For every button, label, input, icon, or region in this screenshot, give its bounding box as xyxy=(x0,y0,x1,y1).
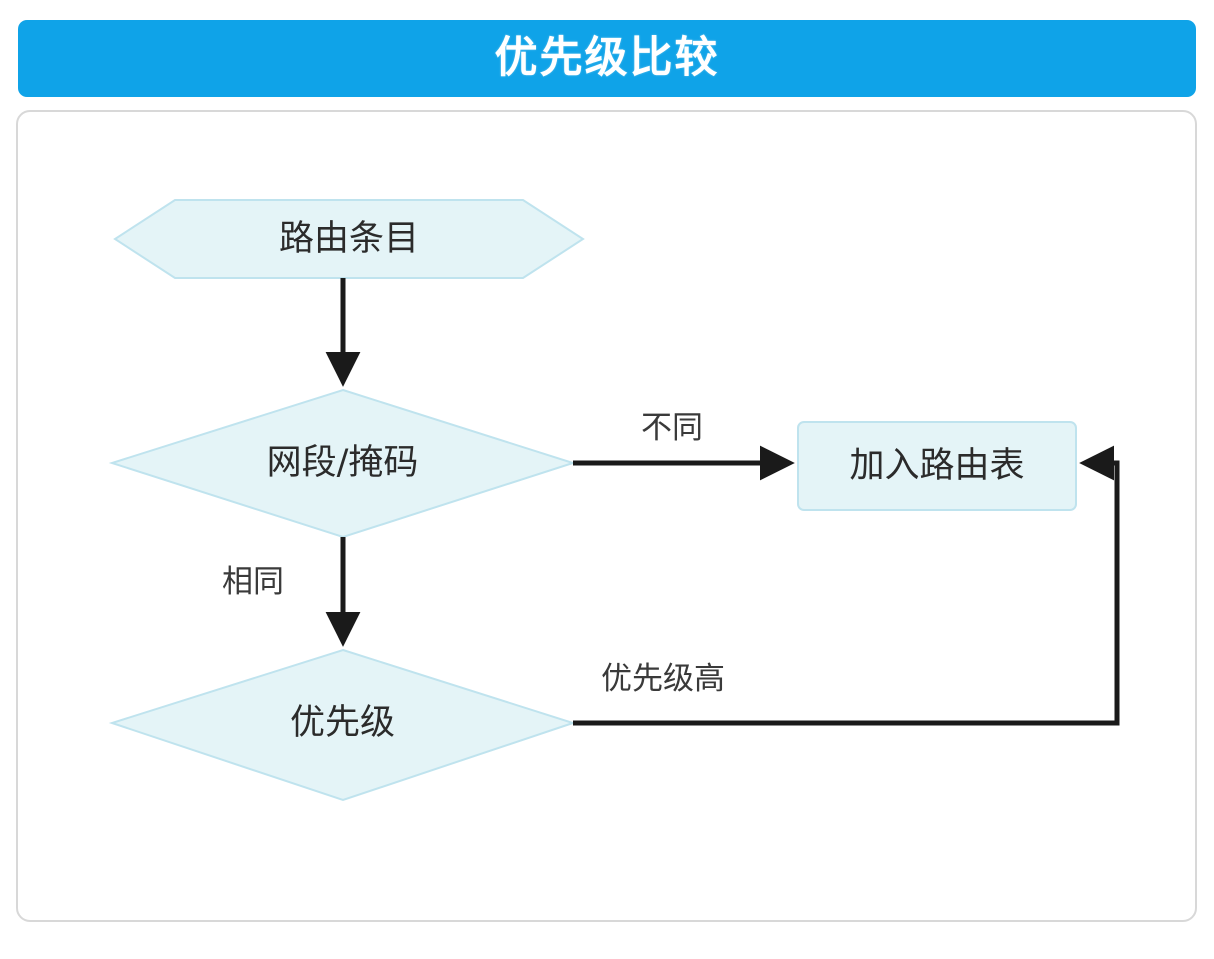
node-label-net-mask: 网段/掩码 xyxy=(266,443,419,483)
edge-label-same: 相同 xyxy=(222,564,284,600)
node-label-priority: 优先级 xyxy=(289,703,395,743)
edge-label-higher-priority: 优先级高 xyxy=(601,661,725,697)
header-bar: 优先级比较 xyxy=(18,20,1196,97)
node-label-add-table: 加入路由表 xyxy=(849,446,1025,486)
edge-label-different: 不同 xyxy=(641,410,703,446)
node-label-route-entry: 路由条目 xyxy=(278,219,419,259)
page-title: 优先级比较 xyxy=(494,33,720,83)
